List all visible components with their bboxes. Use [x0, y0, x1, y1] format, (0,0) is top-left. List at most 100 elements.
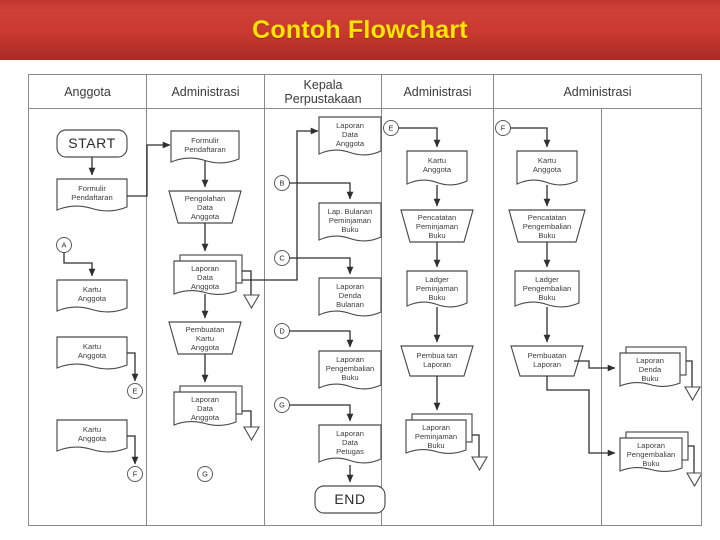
node-lap-bulanan-peminjaman-buku: Lap. Bulanan Peminjaman Buku [318, 202, 382, 242]
node-label-line3: Buku [428, 293, 445, 302]
edge-g-to-petugas [289, 404, 354, 422]
node-label-line1: Laporan [636, 356, 664, 365]
node-label-line2: Anggota [78, 434, 107, 443]
column-divider-2 [264, 75, 265, 525]
node-label-line3: Bulanan [336, 300, 364, 309]
edge-a-to-kartu1 [63, 252, 96, 277]
archive-triangle-5 [686, 472, 701, 488]
archive-triangle-3 [471, 456, 488, 472]
node-label-line2: Laporan [423, 360, 451, 369]
node-label-line3: Anggota [191, 343, 220, 352]
connector-f-source: F [127, 466, 143, 482]
node-ladger-pengembalian-buku: Ladger Pengembalian Buku [514, 270, 580, 308]
node-label-line2: Data [197, 203, 214, 212]
node-kartu-anggota-2: Kartu Anggota [56, 336, 128, 370]
connector-label: B [280, 179, 285, 188]
node-pengolahan-data-anggota: Pengolahan Data Anggota [168, 190, 242, 224]
node-label-line1: Kartu [83, 342, 101, 351]
column-header-label-line1: Kepala [303, 77, 343, 92]
node-label-line1: Pembuatan [528, 351, 567, 360]
node-laporan-denda-buku: Laporan Denda Buku [619, 346, 687, 387]
connector-c-target: C [274, 250, 290, 266]
node-kartu-anggota-pengembalian: Kartu Anggota [516, 150, 578, 186]
edge-laporan2-to-archive [242, 410, 252, 427]
column-header-label: Anggota [64, 84, 111, 99]
edge-d-to-pengembalian [289, 330, 354, 348]
column-header-administrasi-3: Administrasi [494, 75, 701, 108]
node-label-line2: Pengembalian [326, 364, 375, 373]
node-label-line2: Pengembalian [523, 284, 572, 293]
connector-a: A [56, 237, 72, 253]
edge-b-to-lapbulanan [289, 182, 354, 200]
node-label-line3: Anggota [336, 139, 365, 148]
node-laporan-data-anggota-kepala: Laporan Data Anggota [318, 116, 382, 156]
connector-label: E [133, 387, 138, 396]
node-label-line3: Buku [641, 374, 658, 383]
column-header-label: Administrasi [563, 84, 632, 99]
node-label-line1: Kartu [83, 425, 101, 434]
node-pencatatan-peminjaman-buku: Pencatatan Peminjaman Buku [400, 209, 474, 243]
node-label-line2: Data [342, 130, 359, 139]
node-label-line3: Anggota [191, 212, 220, 221]
node-label-line1: Pembua tan [417, 351, 458, 360]
node-label-line2: Anggota [78, 351, 107, 360]
node-start: START [56, 129, 128, 158]
node-laporan-peminjaman-buku: Laporan Peminjaman Buku [405, 413, 473, 454]
connector-e-source: E [127, 383, 143, 399]
node-label-line3: Anggota [191, 282, 220, 291]
column-header-administrasi-1: Administrasi [147, 75, 264, 108]
node-label-line1: Laporan [637, 441, 665, 450]
node-label-line1: Laporan [191, 264, 219, 273]
edge-pembuatan5-to-pengembalian [546, 376, 616, 457]
node-laporan-data-anggota-1: Laporan Data Anggota [173, 254, 243, 295]
node-laporan-data-petugas: Laporan Data Petugas [318, 424, 382, 464]
column-divider-4 [493, 75, 494, 525]
node-label-line1: Formulir [191, 136, 219, 145]
connector-label: G [279, 401, 285, 410]
node-label-line1: Kartu [83, 285, 101, 294]
archive-triangle-1 [243, 294, 260, 310]
node-label-line1: Ladger [535, 275, 559, 284]
edge-pembuatan5-to-denda [574, 360, 616, 372]
connector-label: A [62, 241, 67, 250]
node-label-line1: Laporan [336, 355, 364, 364]
page-title: Contoh Flowchart [252, 15, 468, 44]
node-label-line1: Lap. Bulanan [328, 207, 373, 216]
node-label-line2: Data [197, 273, 214, 282]
node-label-line1: Laporan [336, 282, 364, 291]
edge-e-to-kartu4 [398, 127, 441, 148]
node-label-line2: Denda [339, 291, 362, 300]
node-pembuatan-laporan-pengembalian: Pembuatan Laporan [510, 345, 584, 377]
edge-kartu2-to-e [127, 352, 139, 382]
node-label-line2: Pendaftaran [71, 193, 112, 202]
node-label-line1: Ladger [425, 275, 449, 284]
node-label-line2: Peminjaman [416, 222, 458, 231]
node-kartu-anggota-3: Kartu Anggota [56, 419, 128, 453]
node-label: START [68, 135, 116, 151]
archive-triangle-2 [243, 426, 260, 442]
slide-title-banner: Contoh Flowchart [0, 0, 720, 60]
node-label-line1: Laporan [336, 429, 364, 438]
node-label-line2: Data [197, 404, 214, 413]
node-label-line2: Anggota [423, 165, 452, 174]
node-laporan-denda-bulanan: Laporan Denda Bulanan [318, 277, 382, 317]
connector-f-target: F [495, 120, 511, 136]
node-pembuatan-laporan-peminjaman: Pembua tan Laporan [400, 345, 474, 377]
flowchart-frame: Anggota Administrasi Kepala Perpustakaan… [28, 74, 702, 526]
connector-label: G [202, 470, 208, 479]
edge-c-to-denda [289, 257, 354, 275]
node-label-line3: Anggota [191, 413, 220, 422]
node-label-line3: Petugas [336, 447, 364, 456]
column-header-kepala-perpustakaan: Kepala Perpustakaan [265, 75, 381, 108]
edge-laporanpinjam-to-archive [472, 434, 480, 457]
node-laporan-data-anggota-2: Laporan Data Anggota [173, 385, 243, 426]
connector-e-target: E [383, 120, 399, 136]
node-kartu-anggota-peminjaman: Kartu Anggota [406, 150, 468, 186]
edge-denda-to-archive [686, 360, 693, 387]
connector-label: F [501, 124, 506, 133]
node-label-line1: Kartu [428, 156, 446, 165]
node-label-line3: Buku [341, 225, 358, 234]
node-label-line2: Anggota [533, 165, 562, 174]
node-label-line3: Buku [538, 231, 555, 240]
node-label-line2: Pendaftaran [184, 145, 225, 154]
